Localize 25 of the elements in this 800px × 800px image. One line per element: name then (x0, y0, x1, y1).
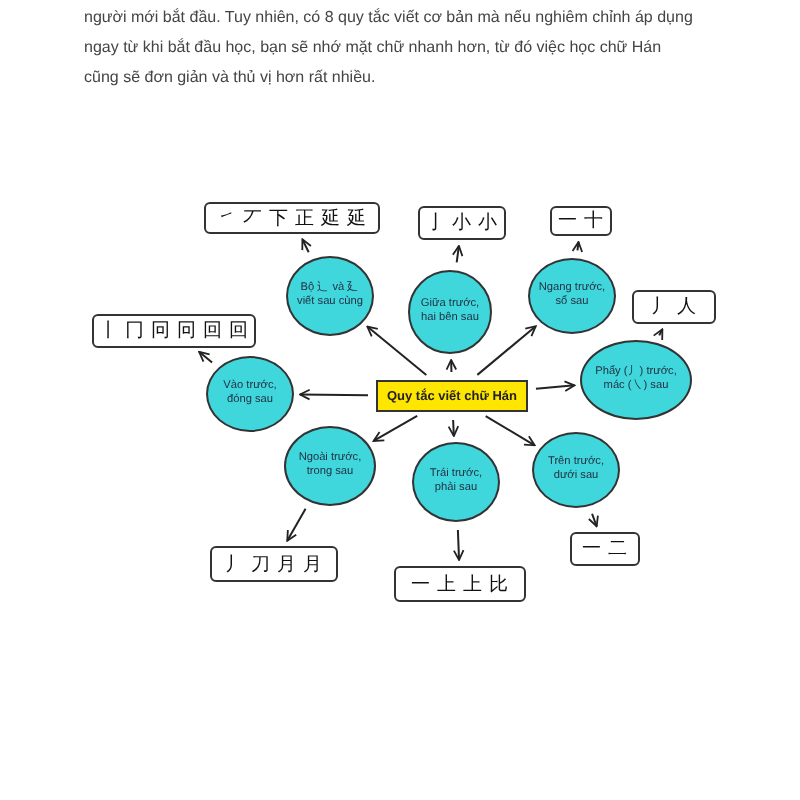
stroke-order-box: ㇀ 丆 下 正 延 延 (204, 202, 380, 234)
stroke-order-box: 丿 刀 月 月 (210, 546, 338, 582)
stroke-order-box: 丨 冂 冋 冋 回 回 (92, 314, 256, 348)
arrow (476, 325, 537, 376)
arrow (445, 359, 458, 373)
stroke-order-box: 一 二 (570, 532, 640, 566)
arrow (571, 240, 583, 253)
stroke-order-box: 一 十 (550, 206, 612, 236)
arrow (366, 325, 428, 376)
arrow (286, 507, 307, 542)
arrow (484, 415, 536, 447)
arrow (198, 350, 214, 364)
arrow (447, 419, 460, 438)
stroke-order-box: 丿 人 (632, 290, 716, 324)
arrow (301, 238, 312, 254)
arrow (451, 244, 464, 264)
arrow (299, 388, 369, 401)
intro-paragraph: người mới bắt đầu. Tuy nhiên, có 8 quy tắc viết cơ bản mà nếu nghiêm chỉnh áp dụng ngay từ khi bắt đầu học, bạn sẽ nhớ mặt chữ nhanh hơn, từ đó việc học chữ Hán cũng sẽ đơn giản và thủ vị hơn rất nhiều. (84, 6, 694, 90)
arrow (453, 528, 465, 561)
arrow (534, 380, 576, 392)
arrow (588, 512, 599, 528)
arrow (372, 415, 419, 442)
stroke-order-box: 一 上 上 比 (394, 566, 526, 602)
arrow (652, 328, 664, 341)
stroke-order-box: 亅 小 小 (418, 206, 506, 240)
